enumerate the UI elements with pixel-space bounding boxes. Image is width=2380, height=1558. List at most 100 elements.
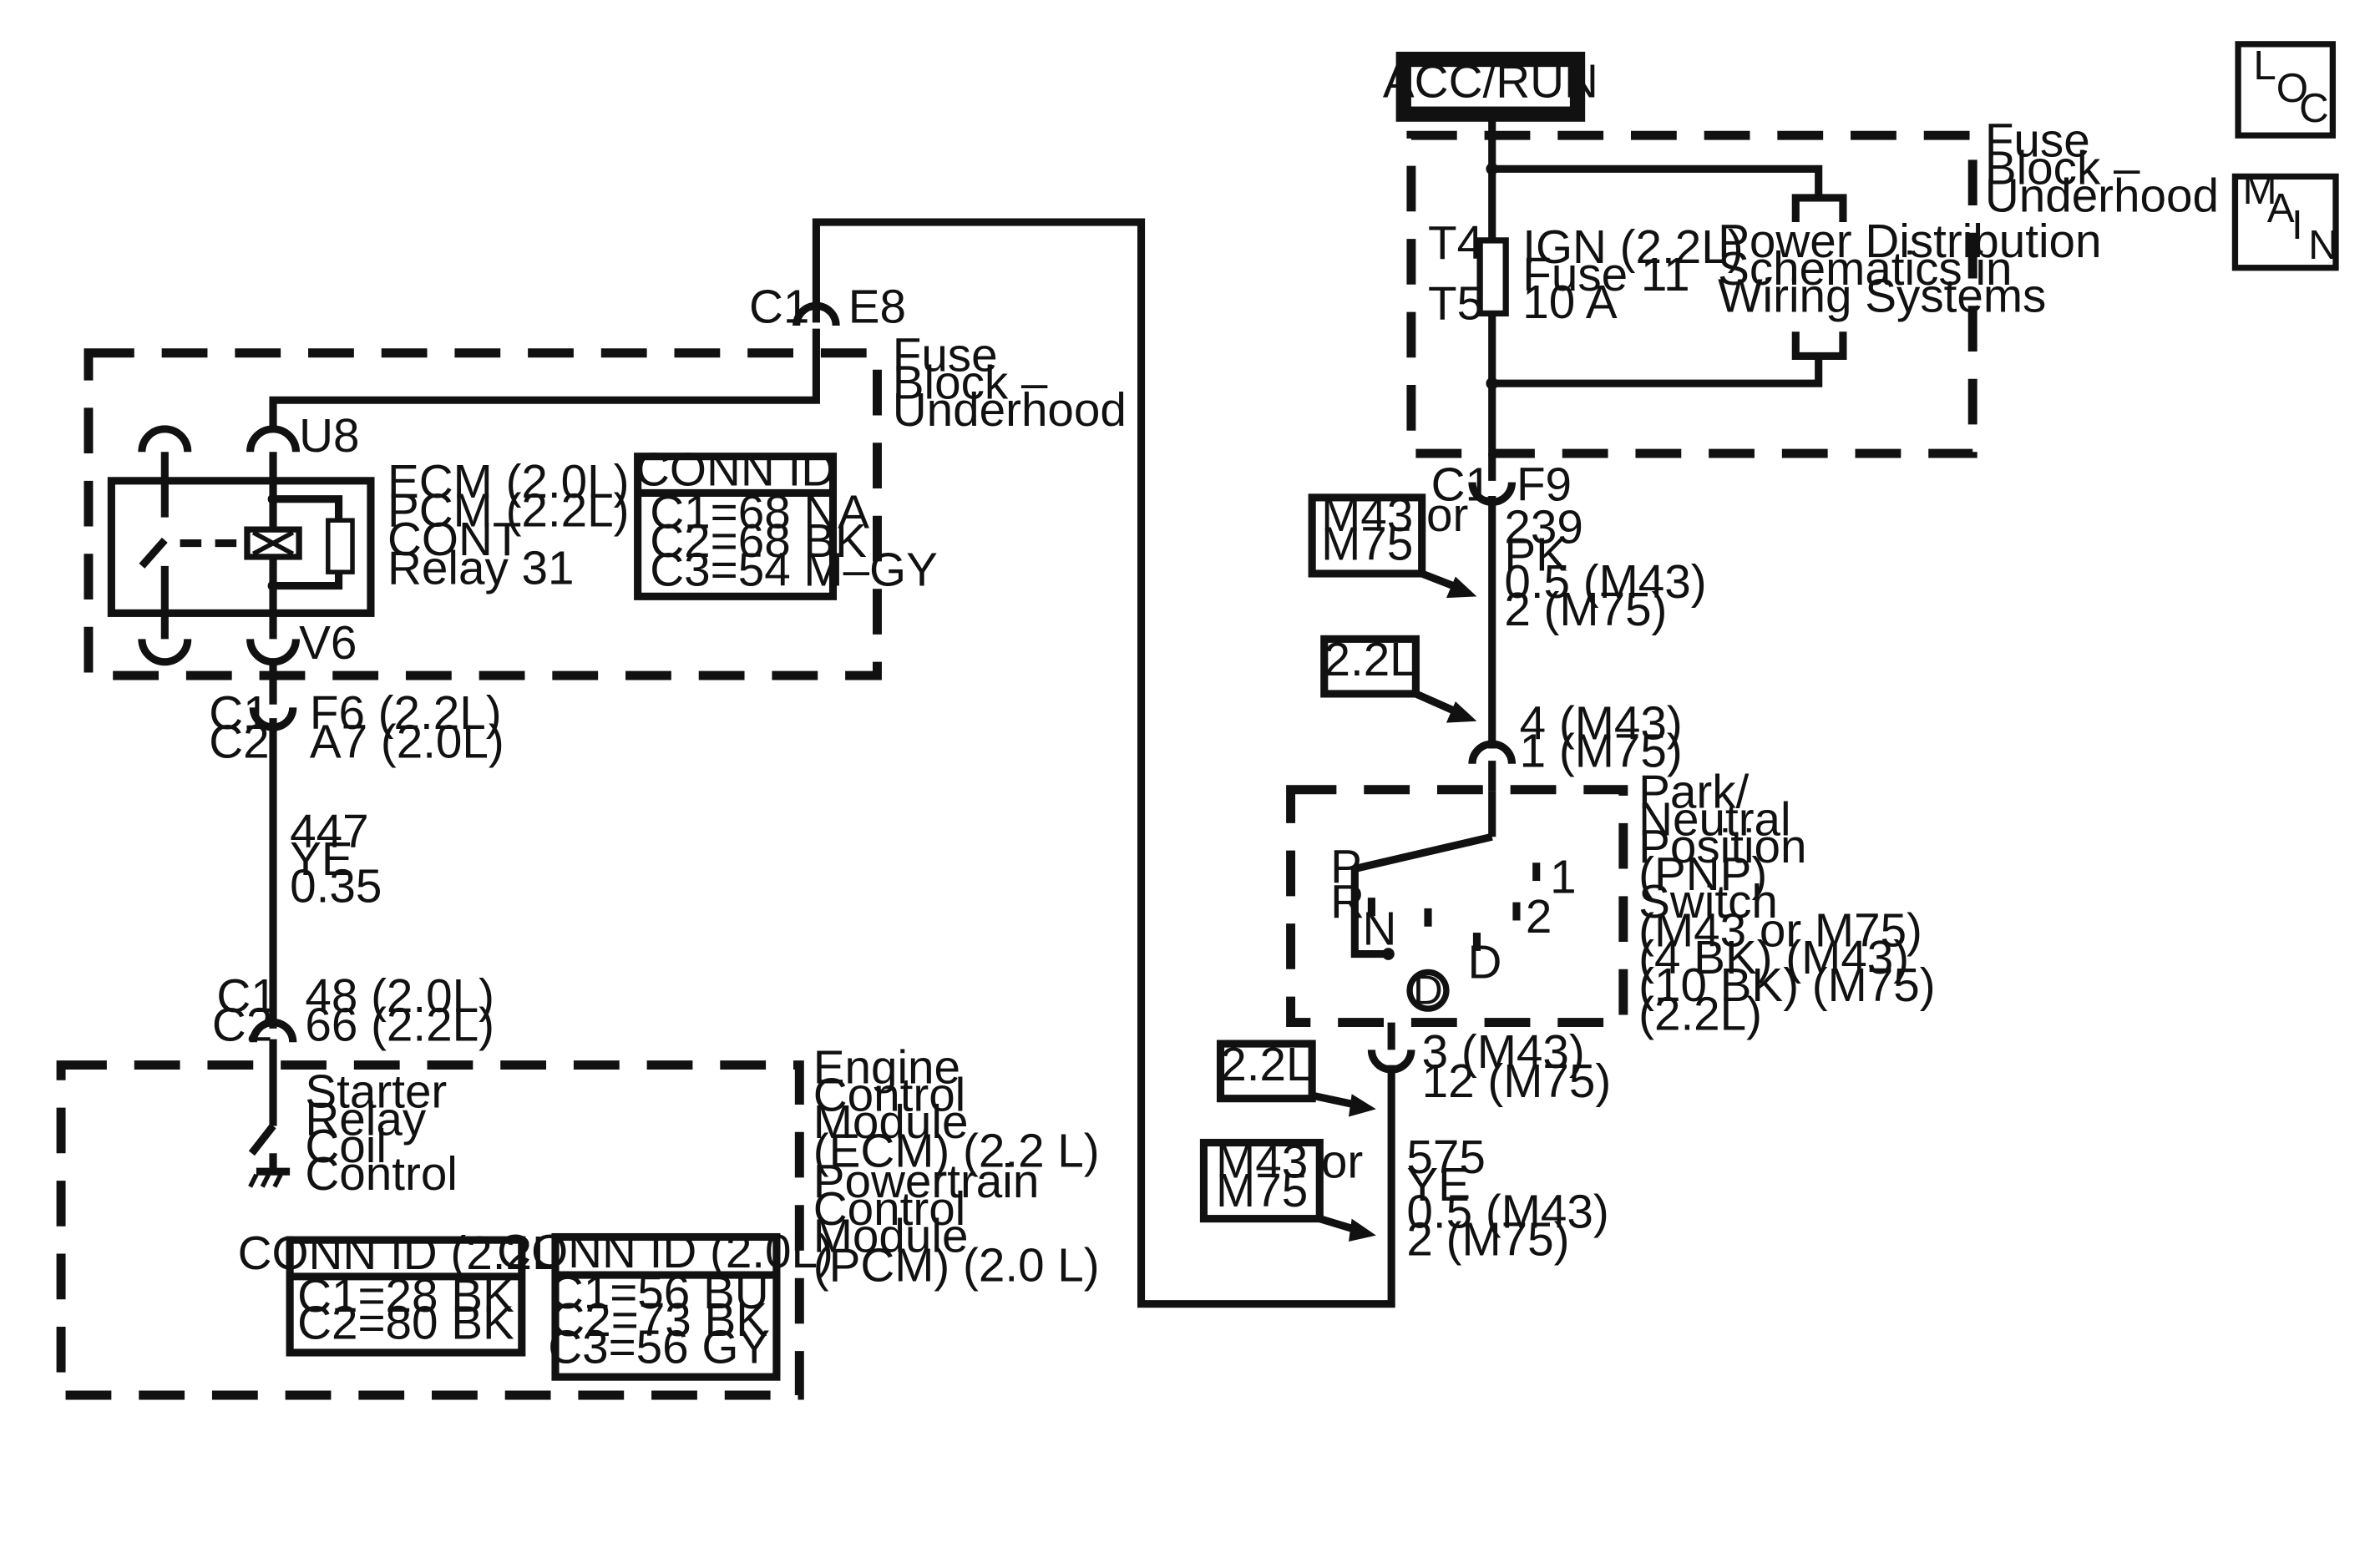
right-fuse-block-title-1: Fuse	[1985, 114, 2090, 167]
left-conn-id-row-1: C1=68 NA	[650, 485, 869, 538]
relay-label-1: ECM (2.0L)	[387, 455, 629, 508]
ecm-conn-id-20-title: CONN ID (2.0L)	[497, 1225, 833, 1277]
loc-button[interactable]: L O C	[2235, 41, 2337, 139]
ecm-conn-id-22-row-1: C1=28 BK	[297, 1269, 514, 1322]
loc-letter-l: L	[2253, 43, 2276, 89]
left-fuse-block-title-1: Fuse	[893, 329, 998, 382]
relay-label-2: PCM (2.2L)	[387, 484, 629, 537]
tag-22l-lower-arrow	[1349, 1094, 1376, 1117]
main-button-frame[interactable]	[2231, 173, 2339, 271]
main-button[interactable]: M A I N	[2231, 167, 2339, 271]
tag-m43-m75-lower-1: M43 or	[1216, 1135, 1363, 1187]
relay-output-conn-1: C1	[209, 686, 269, 739]
relay-output-pin-1: F6 (2.2L)	[310, 686, 502, 739]
relay-output-conn-2: C2	[209, 716, 269, 768]
ecm-title-8: (PCM) (2.0 L)	[813, 1238, 1100, 1291]
tag-m43-m75-lower-2: M75	[1216, 1164, 1308, 1217]
relay-coil-top-terminal	[246, 425, 300, 453]
ecm-input-conn-1: C1	[216, 969, 276, 1022]
fuse-11	[1476, 237, 1509, 317]
ecm-title-5: Powertrain	[813, 1155, 1040, 1207]
tag-m43-m75-upper-leader	[1420, 569, 1459, 591]
pnp-switch: P R N D D 1 2 Park/ Neutral Position (PN…	[1286, 766, 1936, 1040]
loc-button-frame[interactable]	[2235, 41, 2337, 139]
pnp-title-9: (2.2L)	[1638, 988, 1762, 1040]
tag-m43-m75-upper-1: M43 or	[1321, 488, 1468, 541]
relay-coil-cross-b	[251, 530, 295, 556]
relay-switch-contact	[139, 537, 168, 569]
loc-letter-o: O	[2276, 65, 2308, 111]
left-conn-id-row-3: C3=54 M–GY	[650, 544, 938, 596]
relay-node-bottom	[267, 580, 279, 591]
ecm-conn-id-20-row-3: C3=56 GY	[548, 1321, 770, 1373]
tag-m43-m75-upper	[1308, 493, 1426, 578]
ecm-title-3: Module	[813, 1095, 969, 1148]
schematic-ref-2: Schematics in	[1718, 242, 2012, 295]
pnp-wiper	[1354, 832, 1493, 873]
relay-switch-top-terminal	[138, 425, 192, 453]
main-letter-n: N	[2308, 222, 2338, 268]
wire-447-gauge: 0.35	[290, 860, 382, 913]
pnp-title-8: (10 BK) (M75)	[1638, 959, 1936, 1011]
right-fuse-block-title-3: Underhood	[1985, 169, 2219, 221]
fuse-terminal-bottom: T5	[1428, 277, 1483, 330]
left-fuse-block-title-2: Block –	[893, 356, 1048, 408]
ecm-conn-id-20-row-1: C1=56 BU	[549, 1266, 769, 1318]
ecm-conn-id-20-box	[551, 1232, 781, 1381]
connector-c1-f9-pin: F9	[1517, 458, 1572, 511]
schematic-ref-bracket-bottom	[1791, 331, 1847, 360]
schematic-ref-1: Power Distribution	[1718, 215, 2101, 267]
loc-letter-c: C	[2299, 85, 2329, 131]
relay-output-pin-2: A7 (2.0L)	[310, 716, 504, 768]
connector-c1-e8-label-left: C1	[749, 280, 809, 332]
fuse-label-2: Fuse 11	[1522, 248, 1689, 301]
ecm-input-connector	[249, 1019, 297, 1043]
relay-coil-bottom-terminal	[246, 639, 300, 666]
pnp-output-connector	[1367, 1050, 1415, 1074]
ecm-conn-id-22-title: CONN ID (2.2L)	[238, 1227, 575, 1279]
fuse-terminal-top: T4	[1428, 216, 1483, 269]
acc-run-label: ACC/RUN	[1383, 55, 1598, 108]
wire-575-gauge-m75: 2 (M75)	[1406, 1212, 1569, 1265]
main-letter-i: I	[2291, 202, 2303, 248]
left-conn-id-title: CONN ID	[636, 443, 835, 495]
acc-run-box	[1395, 51, 1586, 122]
fuse-label-3: 10 A	[1522, 276, 1618, 328]
tag-m43-m75-upper-arrow	[1446, 576, 1477, 599]
tag-22l-upper-label: 2.2L	[1324, 633, 1415, 685]
tag-22l-upper-arrow	[1446, 701, 1477, 723]
crossover-wire	[812, 218, 1395, 1308]
left-fuse-block: Fuse Block – Underhood U8 V6 ECM (2.0L) …	[84, 329, 1127, 680]
relay-label-3: CONT	[387, 513, 521, 565]
pnp-output-pin-2: 12 (M75)	[1422, 1055, 1612, 1107]
ecm-conn-id-20-row-2: C2=73 BK	[550, 1293, 767, 1346]
ecm-module: Starter Relay Coil Control CONN ID (2.2L…	[56, 1041, 1100, 1400]
ecm-conn-id-22-box	[286, 1236, 526, 1357]
pnp-title-6: (M43 or M75)	[1638, 904, 1922, 957]
wire-447-number: 447	[290, 805, 368, 857]
wire-239-gauge-m75: 2 (M75)	[1504, 583, 1667, 635]
connector-c1-e8-label-right: E8	[848, 280, 906, 332]
ecm-switch-contact	[248, 1123, 276, 1156]
right-fuse-block: Fuse Block – Underhood T4 T5 IGN (2.2L) …	[1406, 114, 2219, 458]
ecm-title-6: Control	[813, 1182, 966, 1235]
relay-diode	[326, 518, 355, 574]
schematic-ref-3: Wiring Systems	[1718, 270, 2046, 322]
ecm-ground-hatch-1	[248, 1173, 259, 1188]
schematic-ref-bracket-top	[1791, 194, 1847, 223]
wire-239-number: 239	[1504, 501, 1582, 554]
relay-feed-wire	[269, 328, 820, 429]
pnp-title-3: Position	[1638, 820, 1806, 873]
left-fuse-block-title-3: Underhood	[893, 383, 1127, 436]
schematic-ref-wire-bottom	[1491, 356, 1823, 387]
tag-m43-m75-lower	[1199, 1138, 1324, 1223]
pnp-pos-1: 1	[1550, 851, 1576, 903]
pnp-title-1: Park/	[1638, 766, 1749, 818]
ecm-internal-label-3: Coil	[305, 1120, 387, 1172]
relay-pin-top: U8	[299, 409, 359, 462]
ecm-input-conn-2: C2	[212, 998, 272, 1050]
tag-22l-lower	[1216, 1040, 1316, 1103]
ecm-title-4: (ECM) (2.2 L)	[813, 1125, 1100, 1177]
pnp-output-pin-1: 3 (M43)	[1422, 1025, 1585, 1078]
